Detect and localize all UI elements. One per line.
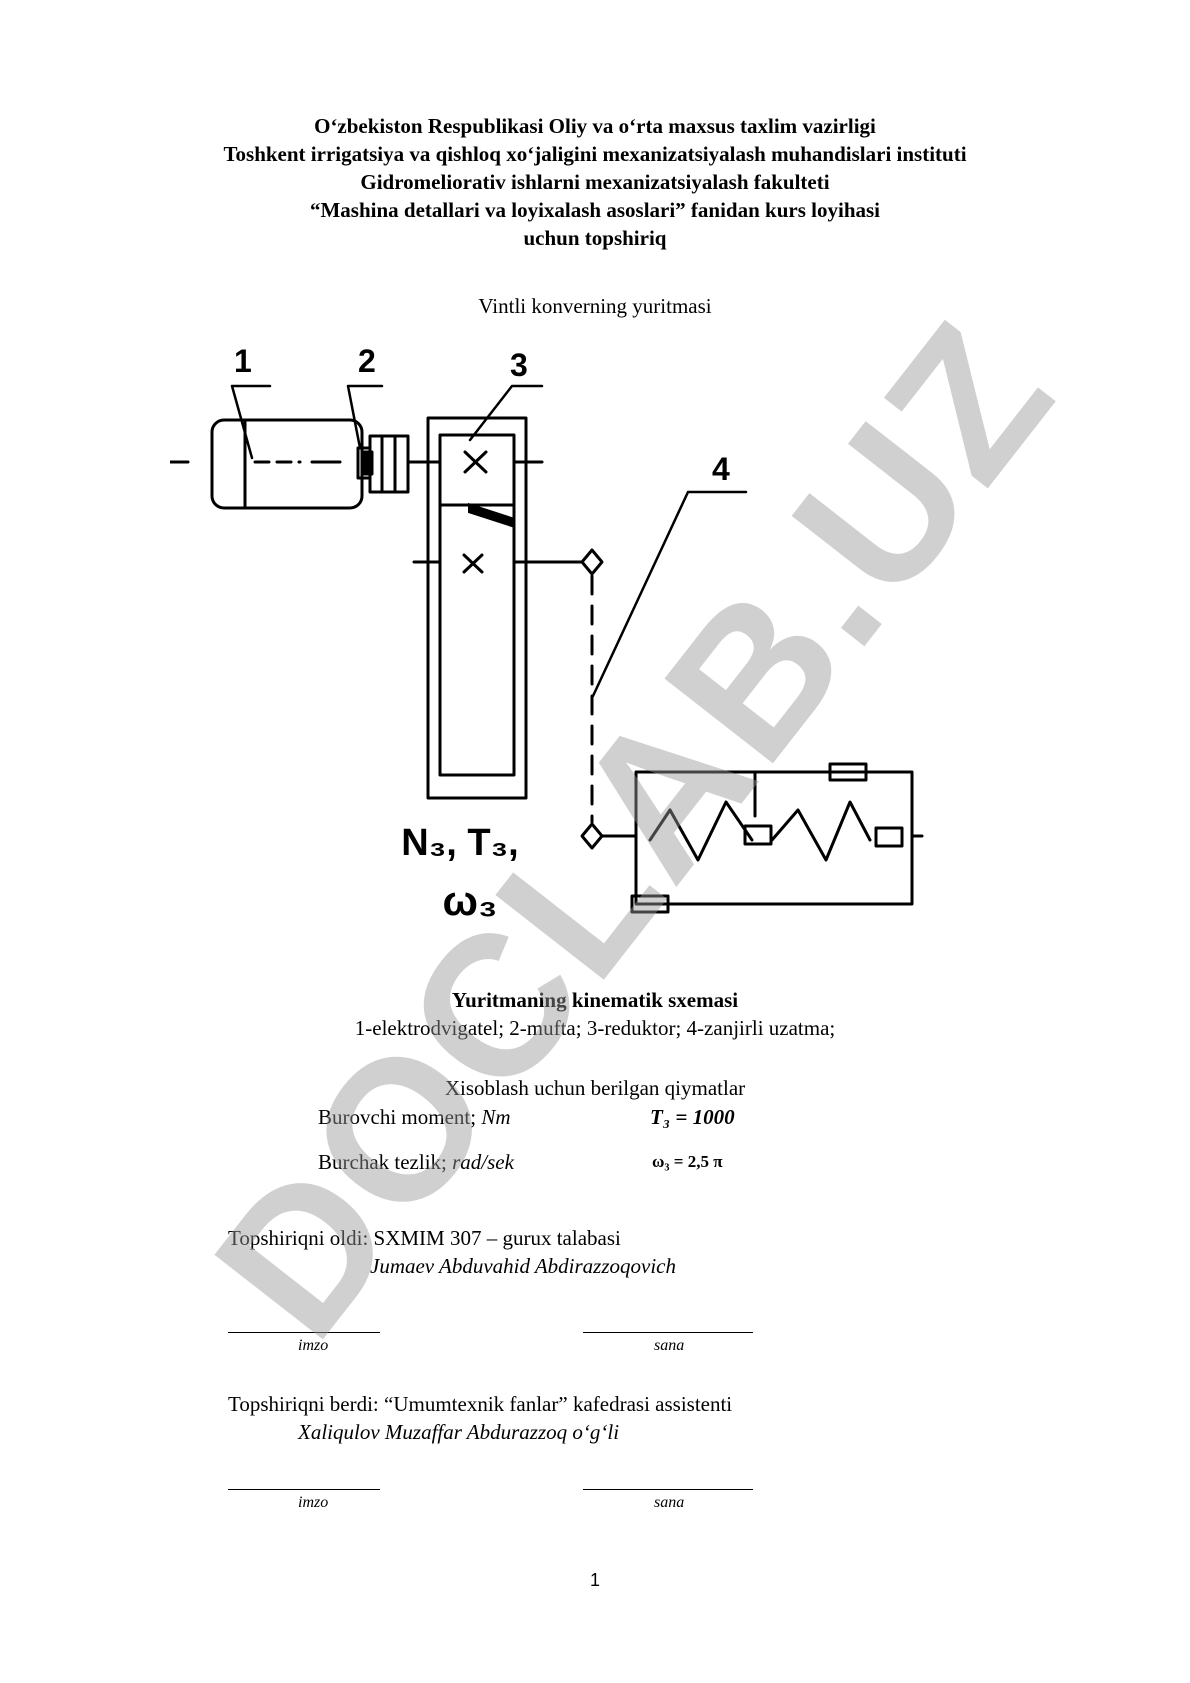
sprocket-bottom: [580, 822, 604, 850]
given-row-speed-label: Burchak tezlik; rad/sek: [318, 1150, 514, 1174]
params-label-line2: ω₃: [443, 877, 498, 924]
reducer-housing: [426, 416, 528, 800]
given-by-text: Topshiriqni berdi: “Umumtexnik fanlar” k…: [228, 1392, 733, 1416]
document-subtitle: Vintli konverning yuritmasi: [478, 294, 712, 318]
screw-flight-1: [668, 800, 754, 862]
given-row-torque-value: T₃ = 1000: [650, 1105, 735, 1129]
given-by-signature-line: [228, 1489, 380, 1490]
header-ministry: O‘zbekiston Respublikasi Oliy va o‘rta m…: [314, 114, 876, 138]
label-reducer: 3: [510, 347, 528, 383]
given-row-torque-label: Burovchi moment; Nm: [318, 1105, 511, 1129]
params-label-line1: N₃, T₃,: [401, 822, 518, 864]
diagram-caption-title: Yuritmaning kinematik sxemasi: [451, 988, 739, 1012]
received-by-name: Jumaev Abduvahid Abdirazzoqovich: [370, 1254, 677, 1278]
torque-unit: Nm: [481, 1105, 511, 1129]
header-faculty: Gidromeliorativ ishlarni mexanizatsiyala…: [360, 170, 830, 194]
given-values-heading: Xisoblash uchun berilgan qiymatlar: [444, 1076, 746, 1100]
screw-bearing-end: [874, 826, 904, 848]
screw-bearing-top: [828, 762, 868, 782]
given-by-date-line: [583, 1489, 753, 1490]
header-institute: Toshkent irrigatsiya va qishloq xo‘jalig…: [223, 142, 967, 166]
given-by-signature-label: imzo: [298, 1494, 329, 1511]
speed-unit: rad/sek: [452, 1150, 514, 1174]
given-by-name: Xaliqulov Muzaffar Abdurazzoq o‘g‘li: [298, 1420, 620, 1444]
received-by-text: Topshiriqni oldi: SXMIM 307 – gurux tala…: [228, 1226, 621, 1250]
received-date-line: [583, 1332, 753, 1333]
header-assignment: uchun topshiriq: [523, 226, 667, 250]
diagram-caption-legend: 1-elektrodvigatel; 2-mufta; 3-reduktor; …: [354, 1016, 836, 1040]
screw-flight-2: [770, 800, 872, 862]
page-number: 1: [589, 1570, 600, 1590]
screw-bearing-bottom: [630, 894, 670, 914]
received-signature-label: imzo: [298, 1337, 329, 1354]
screw-conveyor-housing: [634, 770, 914, 906]
received-date-label: sana: [654, 1337, 685, 1354]
label-chain-drive: 4: [712, 451, 730, 487]
received-signature-line: [228, 1332, 380, 1333]
screw-bearing-mid: [743, 824, 773, 846]
header-block: O‘zbekiston Respublikasi Oliy va o‘rta m…: [0, 112, 1190, 252]
kinematic-diagram: 1 2 3 4 N₃, T₃, ω₃: [170, 343, 924, 924]
given-row-speed-value: ω₃ = 2,5 π: [652, 1152, 723, 1171]
label-motor: 1: [234, 343, 252, 379]
header-course: “Mashina detallari va loyixalash asoslar…: [309, 198, 880, 222]
sprocket-top: [580, 548, 604, 576]
label-coupling: 2: [358, 343, 376, 379]
motor-body: [210, 418, 364, 510]
coupling-body: [368, 434, 410, 494]
given-by-date-label: sana: [654, 1494, 685, 1511]
reducer-gear-block: [438, 433, 516, 777]
